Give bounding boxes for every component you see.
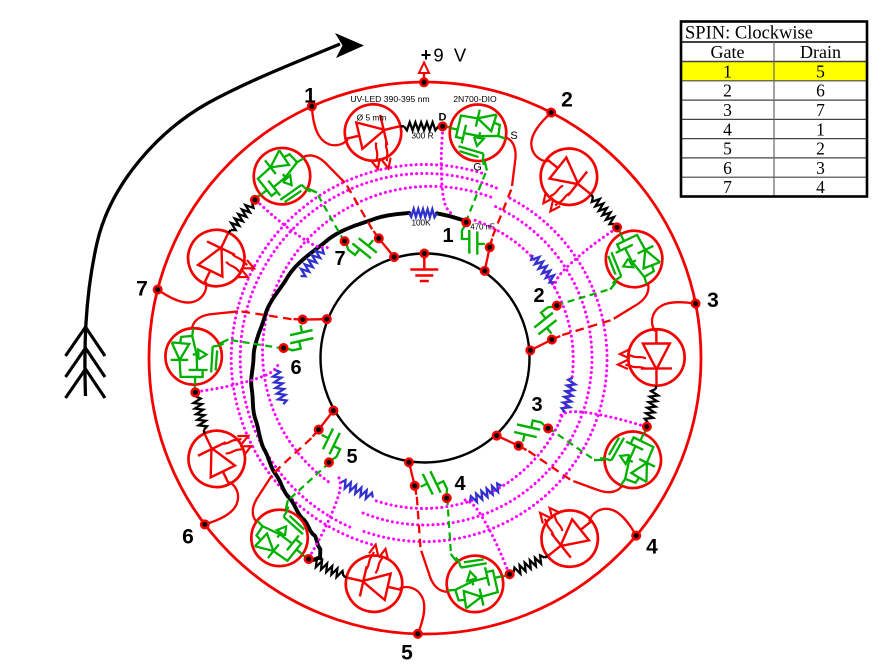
svg-text:7: 7 (136, 278, 148, 301)
svg-text:Drain: Drain (800, 42, 841, 62)
svg-text:2: 2 (816, 139, 825, 159)
svg-text:2: 2 (561, 89, 573, 112)
svg-text:5: 5 (723, 139, 732, 159)
svg-text:6: 6 (816, 81, 825, 101)
svg-text:+: + (421, 45, 432, 65)
svg-text:6: 6 (290, 357, 301, 379)
svg-text:7: 7 (723, 177, 732, 197)
svg-text:V: V (454, 45, 467, 66)
svg-text:UV-LED 390-395 nm: UV-LED 390-395 nm (350, 94, 429, 104)
svg-text:7: 7 (816, 100, 825, 120)
svg-text:6: 6 (182, 526, 194, 549)
svg-text:3: 3 (816, 158, 825, 178)
svg-text:2: 2 (533, 285, 544, 307)
svg-text:6: 6 (723, 158, 732, 178)
svg-text:9: 9 (433, 45, 443, 66)
svg-text:4: 4 (723, 119, 732, 139)
svg-text:2: 2 (723, 81, 732, 101)
svg-text:5: 5 (401, 642, 413, 665)
svg-text:5: 5 (816, 61, 825, 81)
svg-text:1: 1 (723, 61, 732, 81)
svg-text:2N700-DIO: 2N700-DIO (453, 94, 497, 104)
svg-text:3: 3 (723, 100, 732, 120)
svg-text:3: 3 (707, 289, 719, 312)
svg-text:4: 4 (646, 536, 658, 559)
svg-text:4: 4 (816, 177, 825, 197)
svg-text:Gate: Gate (711, 42, 745, 62)
svg-text:1: 1 (816, 119, 825, 139)
svg-text:1: 1 (304, 85, 316, 108)
svg-text:300 R: 300 R (411, 131, 433, 141)
svg-text:7: 7 (334, 248, 345, 270)
svg-text:D: D (439, 112, 447, 124)
svg-text:S: S (510, 130, 517, 142)
svg-text:100K: 100K (411, 219, 431, 228)
svg-text:Ø 5 mm: Ø 5 mm (357, 113, 387, 123)
svg-text:5: 5 (346, 446, 357, 468)
svg-text:SPIN: Clockwise: SPIN: Clockwise (685, 23, 813, 43)
svg-text:3: 3 (531, 394, 542, 416)
svg-text:4: 4 (454, 473, 466, 495)
svg-text:470 nF: 470 nF (470, 223, 495, 232)
svg-text:G: G (473, 162, 482, 174)
svg-text:1: 1 (442, 225, 453, 247)
